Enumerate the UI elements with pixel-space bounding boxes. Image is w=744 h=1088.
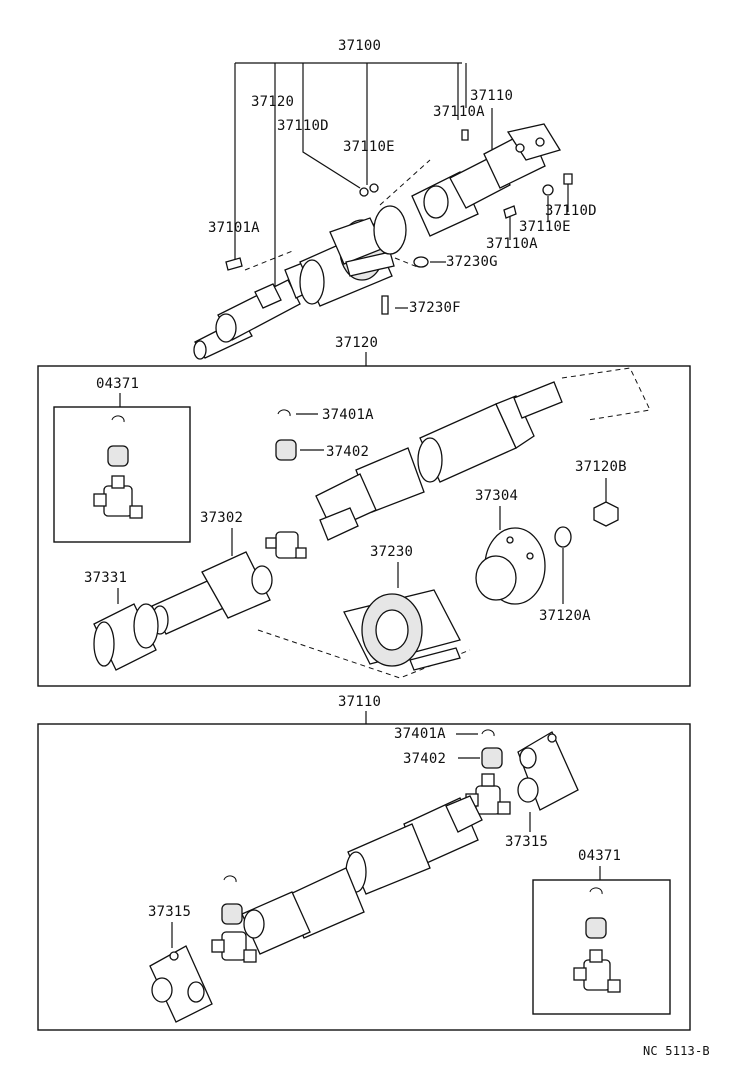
center-bearing-assembly bbox=[299, 205, 407, 307]
spider-icon bbox=[211, 931, 257, 963]
label-37402-a: 37402 bbox=[326, 444, 369, 460]
panel-37110-title: 37110 bbox=[338, 694, 381, 710]
label-37110A-right: 37110A bbox=[486, 236, 538, 252]
snap-ring-icon bbox=[223, 875, 237, 883]
label-37401A-b: 37401A bbox=[394, 726, 446, 742]
snap-ring-icon bbox=[111, 415, 125, 423]
label-37331: 37331 bbox=[84, 570, 127, 586]
nut-icon bbox=[563, 173, 573, 185]
dust-boot bbox=[93, 603, 159, 671]
bearing-cup-icon bbox=[107, 445, 129, 467]
panel-37110-frame bbox=[37, 723, 691, 1031]
bearing-cup-icon bbox=[275, 439, 297, 461]
label-37110E-top: 37110E bbox=[343, 139, 395, 155]
main-shaft-tube bbox=[241, 795, 483, 955]
label-37110A-top: 37110A bbox=[433, 104, 485, 120]
panel-37120-frame bbox=[37, 365, 691, 687]
snap-ring-icon bbox=[481, 729, 495, 737]
label-37110D-top: 37110D bbox=[277, 118, 329, 134]
kit-04371-box-b bbox=[532, 879, 671, 1015]
bolt-icon bbox=[381, 295, 389, 315]
panel-37110: 37110 37401A 37402 37315 bbox=[37, 694, 691, 1031]
shaft-tube bbox=[315, 381, 563, 541]
companion-flange bbox=[475, 527, 546, 605]
panel-37120-title: 37120 bbox=[335, 335, 378, 351]
bearing-cup-icon bbox=[585, 917, 607, 939]
label-37302: 37302 bbox=[200, 510, 243, 526]
spider-icon bbox=[573, 949, 621, 993]
label-04371-a: 04371 bbox=[96, 376, 139, 392]
spider-icon bbox=[465, 773, 511, 815]
label-37315-left: 37315 bbox=[148, 904, 191, 920]
nut-icon bbox=[542, 184, 554, 196]
flange-yoke-right bbox=[517, 731, 579, 811]
label-37110E-right: 37110E bbox=[519, 219, 571, 235]
washer-icon bbox=[369, 183, 379, 193]
center-support-bearing bbox=[343, 589, 461, 671]
clip-icon bbox=[225, 257, 243, 271]
label-37120B: 37120B bbox=[575, 459, 627, 475]
bolt-icon bbox=[503, 205, 517, 219]
footer-code: NC 5113-B bbox=[643, 1044, 710, 1058]
label-37120A: 37120A bbox=[539, 608, 591, 624]
label-37304: 37304 bbox=[475, 488, 518, 504]
bearing-cup-icon bbox=[481, 747, 503, 769]
label-37230: 37230 bbox=[370, 544, 413, 560]
washer-icon bbox=[413, 256, 429, 268]
label-37100: 37100 bbox=[338, 38, 381, 54]
label-37230F: 37230F bbox=[409, 300, 461, 316]
nut-icon bbox=[593, 501, 619, 527]
rear-yoke-assembly bbox=[411, 123, 561, 237]
label-37401A-a: 37401A bbox=[322, 407, 374, 423]
label-37120-top: 37120 bbox=[251, 94, 294, 110]
kit-04371-box bbox=[53, 406, 191, 543]
snap-ring-icon bbox=[277, 409, 291, 417]
bearing-cup-icon bbox=[221, 903, 243, 925]
label-04371-b: 04371 bbox=[578, 848, 621, 864]
flange-yoke-left bbox=[149, 945, 213, 1023]
label-37110-top: 37110 bbox=[470, 88, 513, 104]
snap-ring-icon bbox=[589, 887, 603, 895]
panel-37120: 37120 04371 37401A 37402 bbox=[37, 335, 691, 687]
spider-icon bbox=[265, 531, 307, 559]
label-37315-right: 37315 bbox=[505, 834, 548, 850]
label-37101A: 37101A bbox=[208, 220, 260, 236]
label-37110D-right: 37110D bbox=[545, 203, 597, 219]
sleeve-yoke bbox=[151, 551, 273, 635]
spider-icon bbox=[93, 475, 143, 519]
bolt-icon bbox=[461, 129, 469, 141]
nut-icon bbox=[359, 187, 369, 197]
washer-icon bbox=[554, 526, 572, 548]
label-37402-b: 37402 bbox=[403, 751, 446, 767]
label-37230G: 37230G bbox=[446, 254, 498, 270]
top-assembly: 37100 37120 37110 37110A 37110D 37110E 3… bbox=[193, 38, 597, 360]
